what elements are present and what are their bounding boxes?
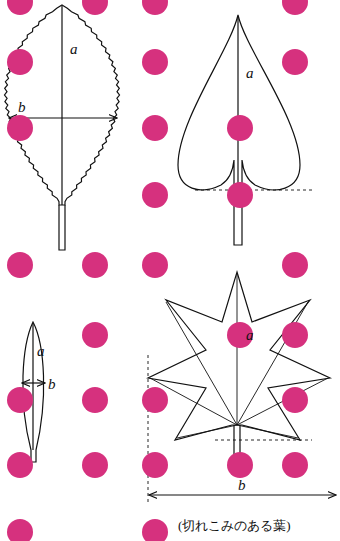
polka-dot	[282, 252, 308, 278]
length-label: a	[37, 344, 45, 359]
lobed-leaf	[148, 272, 330, 440]
polka-dot	[227, 452, 253, 478]
polka-dot	[82, 452, 108, 478]
polka-dot	[142, 519, 168, 541]
polka-dot	[142, 182, 168, 208]
polka-dot	[7, 519, 33, 541]
polka-dot	[282, 387, 308, 413]
serrated-leaf	[5, 5, 120, 205]
polka-dot	[142, 115, 168, 141]
polka-dot	[142, 387, 168, 413]
base-line	[215, 440, 312, 441]
heart-leaf	[178, 15, 300, 245]
edge-line	[148, 355, 149, 505]
polka-dot	[282, 0, 308, 15]
base-line	[195, 190, 312, 191]
polka-dot	[7, 49, 33, 75]
polka-dot	[82, 0, 108, 15]
width-line	[22, 382, 45, 383]
polka-dot	[227, 322, 253, 348]
polka-dot	[142, 452, 168, 478]
leaf-veins	[150, 274, 328, 438]
polka-dot	[142, 252, 168, 278]
polka-dot	[142, 49, 168, 75]
length-line	[61, 6, 62, 205]
polka-dot	[227, 115, 253, 141]
width-label: b	[18, 100, 26, 115]
length-line	[32, 323, 33, 450]
caption-note: (切れこみのある葉)	[178, 519, 291, 532]
length-label: a	[246, 66, 254, 81]
width-label: b	[238, 478, 246, 493]
polka-dot	[282, 452, 308, 478]
polka-dot	[7, 252, 33, 278]
length-line	[237, 16, 238, 190]
polka-dot	[227, 182, 253, 208]
petiole	[59, 205, 65, 250]
length-label: a	[70, 42, 78, 57]
width-label: b	[48, 377, 56, 392]
polka-dot	[7, 0, 33, 15]
polka-dot	[142, 0, 168, 15]
length-label: a	[246, 328, 254, 343]
polka-dot	[7, 387, 33, 413]
polka-dot	[7, 452, 33, 478]
polka-dot	[282, 322, 308, 348]
polka-dot	[282, 49, 308, 75]
polka-dot	[82, 322, 108, 348]
width-line	[149, 494, 336, 495]
polka-dot	[7, 115, 33, 141]
polka-dot	[82, 387, 108, 413]
polka-dot	[82, 252, 108, 278]
